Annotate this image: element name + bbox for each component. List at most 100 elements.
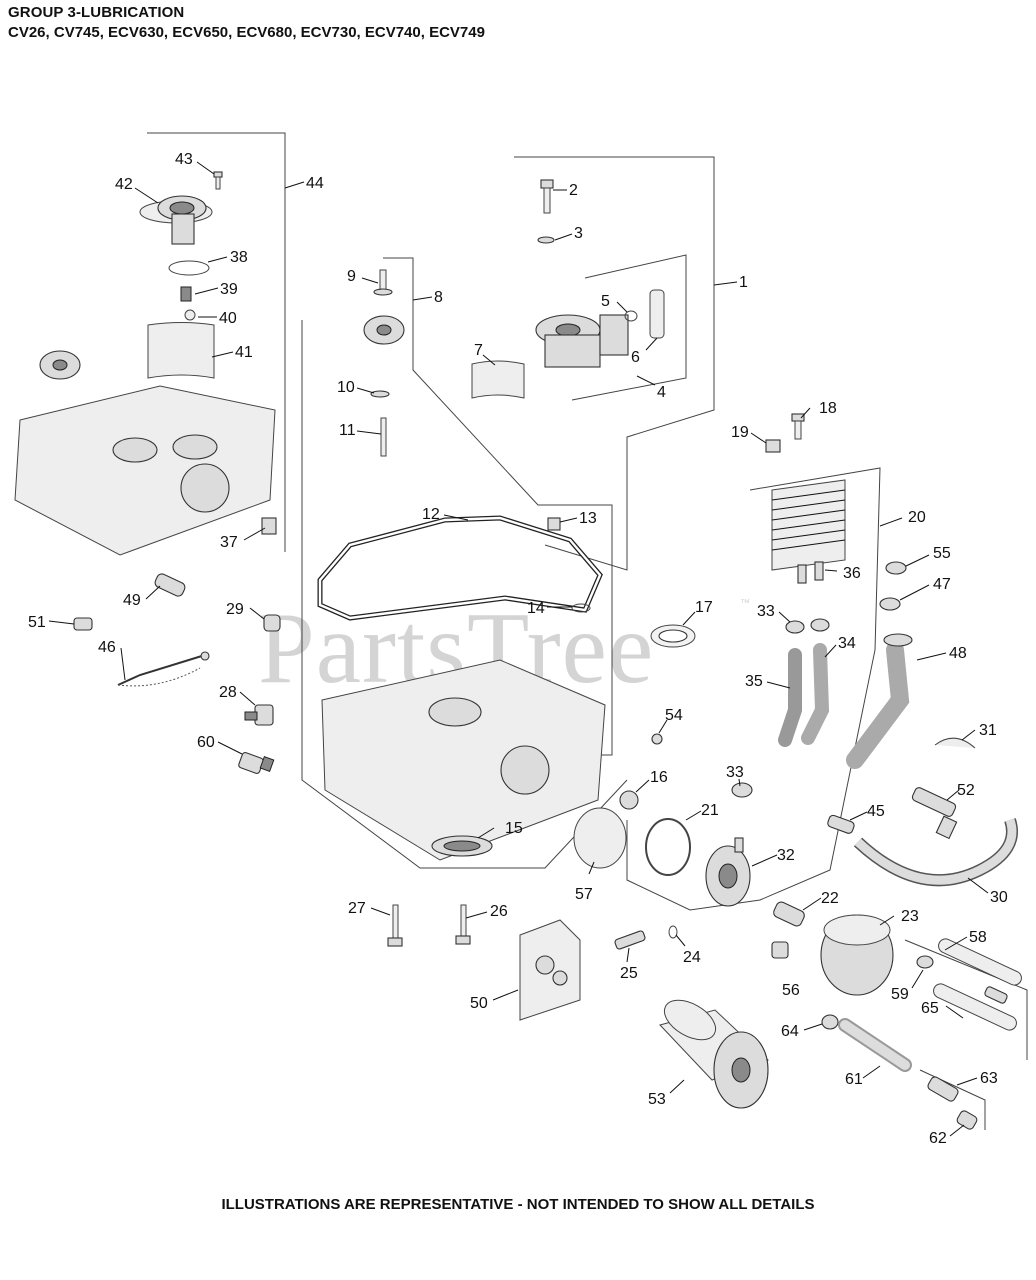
pin-9-head bbox=[373, 288, 393, 296]
group-frame-1 bbox=[514, 156, 715, 571]
filter-adapter-50-port-1 bbox=[535, 955, 555, 975]
callout-3: 3 bbox=[574, 225, 583, 242]
callout-62: 62 bbox=[929, 1130, 947, 1147]
elbow-51 bbox=[73, 617, 93, 631]
wire-46-trace bbox=[117, 667, 201, 687]
disclaimer-footer: ILLUSTRATIONS ARE REPRESENTATIVE - NOT I… bbox=[221, 1196, 815, 1213]
callout-27: 27 bbox=[348, 900, 366, 917]
callout-50: 50 bbox=[470, 995, 488, 1012]
callout-47: 47 bbox=[933, 576, 951, 593]
oil-filter-23 bbox=[820, 914, 894, 996]
screen-7 bbox=[471, 360, 525, 399]
callout-61: 61 bbox=[845, 1071, 863, 1088]
callout-48: 48 bbox=[949, 645, 967, 662]
o-ring-5 bbox=[624, 310, 638, 322]
callout-59: 59 bbox=[891, 986, 909, 1003]
callout-58: 58 bbox=[969, 929, 987, 946]
callout-8: 8 bbox=[434, 289, 443, 306]
group-frame-44 bbox=[147, 132, 286, 552]
filter-adapter-50-port-2 bbox=[552, 970, 568, 986]
callout-41: 41 bbox=[235, 344, 253, 361]
screen-41 bbox=[147, 322, 215, 379]
fitting-63 bbox=[927, 1076, 959, 1102]
sensor-28 bbox=[244, 704, 274, 726]
oil-pan-boss bbox=[428, 697, 482, 727]
callout-65: 65 bbox=[921, 1000, 939, 1017]
callout-17: 17 bbox=[695, 599, 713, 616]
group-frame-oilpan bbox=[301, 320, 628, 869]
callout-49: 49 bbox=[123, 592, 141, 609]
group-frame-20 bbox=[626, 467, 881, 911]
callout-38: 38 bbox=[230, 249, 248, 266]
oil-pan-center bbox=[321, 659, 606, 861]
spring-39 bbox=[180, 286, 192, 302]
fitting-16 bbox=[619, 790, 639, 810]
fitting-45 bbox=[827, 814, 855, 834]
callout-31: 31 bbox=[979, 722, 997, 739]
clamp-59 bbox=[916, 955, 934, 969]
bolt-18-shank bbox=[794, 420, 802, 440]
gear-left bbox=[39, 350, 81, 380]
callout-30: 30 bbox=[990, 889, 1008, 906]
bolt-26-head bbox=[455, 935, 471, 945]
plug-54 bbox=[651, 733, 663, 745]
closure-plate-left-cover bbox=[180, 463, 230, 513]
callout-44: 44 bbox=[306, 175, 324, 192]
callout-7: 7 bbox=[474, 342, 483, 359]
hose-30-inner bbox=[854, 818, 1017, 885]
group-frame-58 bbox=[904, 939, 1028, 1060]
callout-33-lower: 33 bbox=[726, 764, 744, 781]
hose-61-inner bbox=[840, 1020, 910, 1070]
wire-46-terminal bbox=[200, 651, 210, 661]
plug-29 bbox=[263, 614, 281, 632]
watermark-trademark: ™ bbox=[740, 598, 750, 609]
callout-34: 34 bbox=[838, 635, 856, 652]
callout-36: 36 bbox=[843, 565, 861, 582]
callout-15: 15 bbox=[505, 820, 523, 837]
plug-37 bbox=[261, 517, 277, 535]
washer-10 bbox=[370, 390, 390, 398]
clamp-48-top bbox=[883, 633, 913, 647]
callout-25: 25 bbox=[620, 965, 638, 982]
wire-46 bbox=[117, 654, 206, 686]
oil-cooler-36 bbox=[771, 479, 846, 584]
callout-37: 37 bbox=[220, 534, 238, 551]
gear-8-hub bbox=[376, 324, 392, 336]
callout-14: 14 bbox=[527, 600, 545, 617]
callout-23: 23 bbox=[901, 908, 919, 925]
oil-pump-4 bbox=[535, 314, 629, 368]
nut-19 bbox=[765, 439, 781, 453]
callout-11: 11 bbox=[339, 422, 356, 439]
o-ring-38 bbox=[168, 260, 210, 276]
o-ring-14 bbox=[571, 603, 591, 613]
pickup-tube-6 bbox=[649, 289, 665, 339]
sensor-60 bbox=[238, 752, 275, 774]
bolt-27-shank bbox=[392, 904, 399, 941]
callout-18: 18 bbox=[819, 400, 837, 417]
callout-1: 1 bbox=[739, 274, 748, 291]
ball-40 bbox=[184, 309, 196, 321]
callout-12: 12 bbox=[422, 506, 440, 523]
oil-pan-cover bbox=[500, 745, 550, 795]
hose-30 bbox=[853, 818, 1018, 887]
model-list: CV26, CV745, ECV630, ECV650, ECV680, ECV… bbox=[8, 24, 485, 41]
callout-40: 40 bbox=[219, 310, 237, 327]
callout-55: 55 bbox=[933, 545, 951, 562]
clamp-33a-right bbox=[810, 618, 830, 632]
bolt-18-head bbox=[791, 413, 805, 422]
callout-4: 4 bbox=[657, 384, 666, 401]
callout-6: 6 bbox=[631, 349, 640, 366]
callout-26: 26 bbox=[490, 903, 508, 920]
tube-58 bbox=[938, 938, 1022, 986]
closure-plate-left-boss-2 bbox=[172, 434, 218, 460]
callout-63: 63 bbox=[980, 1070, 998, 1087]
sensor-25 bbox=[614, 930, 646, 950]
callout-21: 21 bbox=[701, 802, 719, 819]
clamp-31 bbox=[934, 737, 976, 749]
callout-24: 24 bbox=[683, 949, 701, 966]
clamp-33a-left bbox=[785, 620, 805, 634]
callout-16: 16 bbox=[650, 769, 668, 786]
tube-65 bbox=[933, 983, 1017, 1031]
callout-32: 32 bbox=[777, 847, 795, 864]
